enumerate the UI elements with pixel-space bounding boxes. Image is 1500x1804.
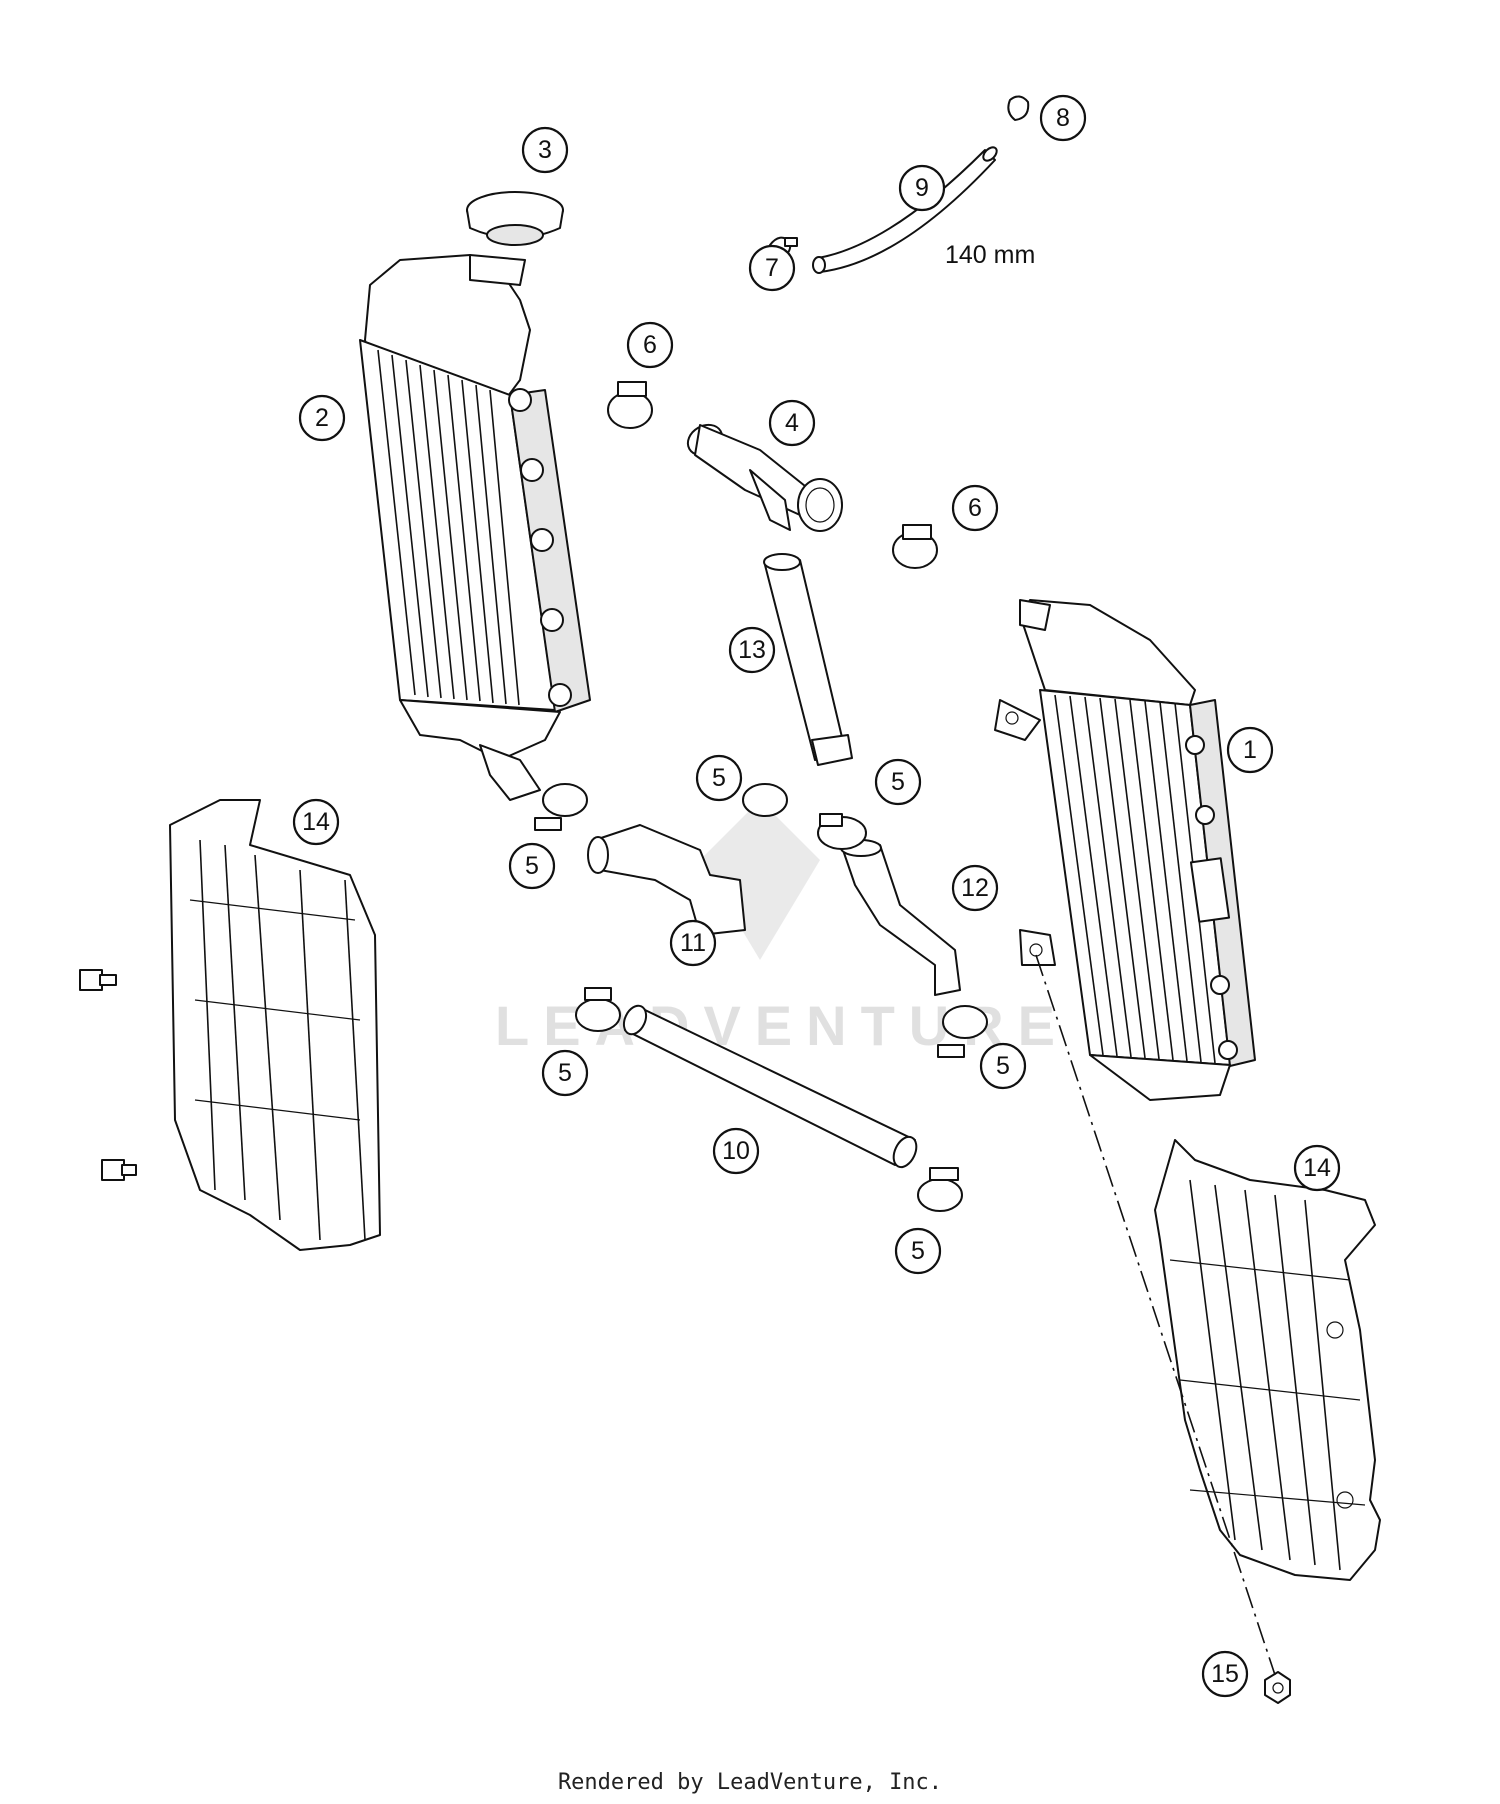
callout-5-a-text: 5 <box>525 852 539 880</box>
hose-9[interactable] <box>812 145 999 274</box>
hose-10[interactable] <box>620 1002 921 1171</box>
callout-5-c[interactable]: 5 <box>874 758 922 806</box>
callout-1-text: 1 <box>1243 736 1257 764</box>
hose-12[interactable] <box>840 839 961 996</box>
bolt-lower[interactable] <box>101 1159 137 1181</box>
callout-8[interactable]: 8 <box>1039 94 1087 142</box>
thermostat-housing[interactable] <box>682 419 843 532</box>
callout-15[interactable]: 15 <box>1201 1650 1249 1698</box>
callout-5-d[interactable]: 5 <box>541 1049 589 1097</box>
callout-12[interactable]: 12 <box>951 864 999 912</box>
callout-6-b[interactable]: 6 <box>951 484 999 532</box>
hose-13[interactable] <box>763 553 853 766</box>
right-radiator[interactable] <box>994 599 1256 1101</box>
clamp-5-b[interactable] <box>742 783 788 817</box>
callout-2-text: 2 <box>315 404 329 432</box>
clamp-5-e[interactable] <box>937 1005 988 1058</box>
callout-1[interactable]: 1 <box>1226 726 1274 774</box>
bolt-upper[interactable] <box>79 969 117 991</box>
clamp-5-d[interactable] <box>575 987 621 1032</box>
callout-5-c-text: 5 <box>891 768 905 796</box>
callout-5-a[interactable]: 5 <box>508 842 556 890</box>
radiator-cap[interactable] <box>466 191 564 246</box>
clamp-5-a[interactable] <box>534 783 588 831</box>
callout-5-e[interactable]: 5 <box>979 1042 1027 1090</box>
callout-5-e-text: 5 <box>996 1052 1010 1080</box>
footer-credit: Rendered by LeadVenture, Inc. <box>557 1770 943 1795</box>
hose-length-label: 140 mm <box>945 241 1035 269</box>
callout-8-text: 8 <box>1056 104 1070 132</box>
callout-4[interactable]: 4 <box>768 399 816 447</box>
callout-5-f-text: 5 <box>911 1237 925 1265</box>
callout-4-text: 4 <box>785 409 799 437</box>
callout-12-text: 12 <box>961 874 989 902</box>
callout-9-text: 9 <box>915 174 929 202</box>
nut-15[interactable] <box>1264 1671 1291 1704</box>
callout-6-a-text: 6 <box>643 331 657 359</box>
callout-15-text: 15 <box>1211 1660 1239 1688</box>
callout-6-a[interactable]: 6 <box>626 321 674 369</box>
callout-6-b-text: 6 <box>968 494 982 522</box>
callout-5-b[interactable]: 5 <box>695 754 743 802</box>
leader-line <box>1035 954 1276 1676</box>
callout-13-text: 13 <box>738 636 766 664</box>
callout-14-left[interactable]: 14 <box>292 798 340 846</box>
fitting-8[interactable] <box>1007 95 1030 121</box>
callout-5-d-text: 5 <box>558 1059 572 1087</box>
callout-11[interactable]: 11 <box>669 919 717 967</box>
callout-9[interactable]: 9 <box>898 164 946 212</box>
callout-14-right-text: 14 <box>1303 1154 1331 1182</box>
callout-2[interactable]: 2 <box>298 394 346 442</box>
clamp-6-right[interactable] <box>892 524 938 569</box>
callout-5-f[interactable]: 5 <box>894 1227 942 1275</box>
clamp-5-c[interactable] <box>817 813 867 850</box>
clamp-5-f[interactable] <box>917 1167 963 1212</box>
clamp-6-upper[interactable] <box>607 381 653 429</box>
callout-5-b-text: 5 <box>712 764 726 792</box>
callout-14-left-text: 14 <box>302 808 330 836</box>
right-radiator-guard[interactable] <box>1154 1139 1381 1581</box>
callout-7[interactable]: 7 <box>748 244 796 292</box>
callout-10-text: 10 <box>722 1137 750 1165</box>
callout-11-text: 11 <box>680 929 706 957</box>
left-radiator-guard[interactable] <box>169 799 381 1251</box>
callout-14-right[interactable]: 14 <box>1293 1144 1341 1192</box>
hose-11[interactable] <box>587 824 746 936</box>
left-radiator[interactable] <box>359 254 591 801</box>
callout-10[interactable]: 10 <box>712 1127 760 1175</box>
callout-3[interactable]: 3 <box>521 126 569 174</box>
callout-13[interactable]: 13 <box>728 626 776 674</box>
callout-3-text: 3 <box>538 136 552 164</box>
callout-7-text: 7 <box>765 254 779 282</box>
